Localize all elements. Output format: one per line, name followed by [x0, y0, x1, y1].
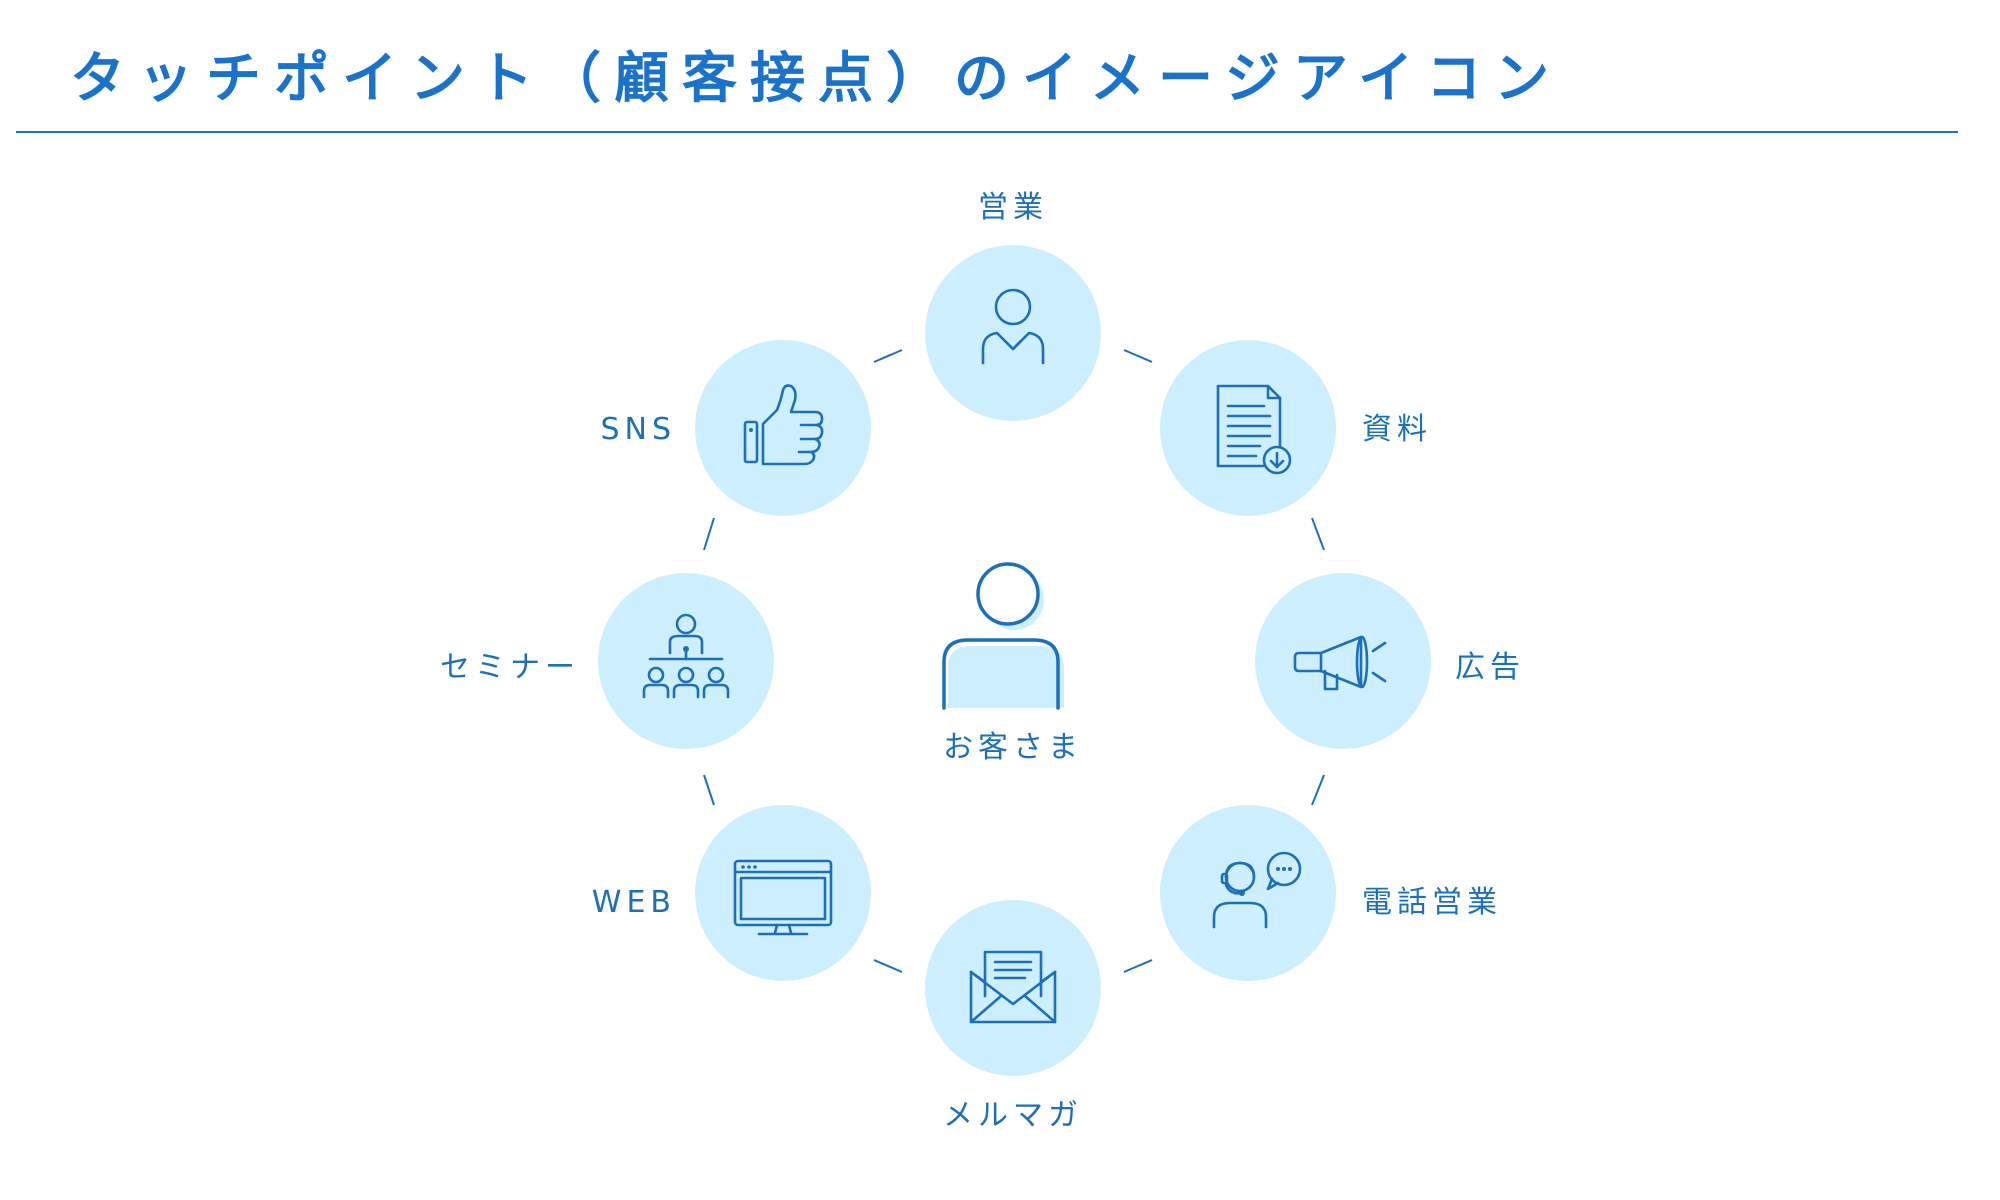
monitor-icon — [733, 859, 833, 936]
connector-web-seminar — [703, 774, 715, 806]
megaphone-icon — [1293, 635, 1387, 691]
node-label-sales: 営業 — [978, 190, 1048, 225]
connector-sales-docs — [1123, 349, 1153, 363]
presentation-audience-icon — [642, 613, 730, 699]
page-title: タッチポイント（顧客接点）のイメージアイコン — [70, 46, 1563, 110]
touchpoint-node-seminar[interactable] — [598, 573, 774, 749]
document-download-icon — [1216, 384, 1292, 475]
touchpoint-node-sns[interactable] — [695, 340, 871, 516]
node-label-seminar: セミナー — [440, 650, 580, 685]
touchpoint-node-advertising[interactable] — [1255, 573, 1431, 749]
thumbs-up-icon — [743, 384, 824, 466]
connector-sns-sales — [873, 349, 903, 363]
connector-docs-ads — [1311, 517, 1325, 551]
touchpoint-node-sales[interactable] — [925, 245, 1101, 421]
connector-phone-mail — [1123, 959, 1153, 973]
node-label-phone-sales: 電話営業 — [1362, 885, 1502, 920]
touchpoint-node-newsletter[interactable] — [925, 900, 1101, 1076]
customer-icon — [942, 562, 1064, 710]
headset-operator-icon — [1212, 851, 1302, 929]
touchpoint-node-web[interactable] — [695, 805, 871, 981]
title-divider — [16, 131, 1958, 133]
center-label-customer: お客さま — [943, 730, 1083, 765]
connector-ads-phone — [1311, 774, 1325, 806]
touchpoint-node-documents[interactable] — [1160, 340, 1336, 516]
node-label-advertising: 広告 — [1455, 650, 1525, 685]
connector-mail-web — [873, 959, 903, 973]
connector-seminar-sns — [703, 517, 715, 551]
envelope-letter-icon — [969, 950, 1057, 1024]
salesperson-icon — [981, 288, 1045, 365]
node-label-sns: SNS — [600, 412, 676, 447]
node-label-newsletter: メルマガ — [943, 1098, 1083, 1133]
node-label-web: WEB — [591, 885, 676, 920]
node-label-documents: 資料 — [1362, 412, 1432, 447]
touchpoint-node-phone-sales[interactable] — [1160, 805, 1336, 981]
